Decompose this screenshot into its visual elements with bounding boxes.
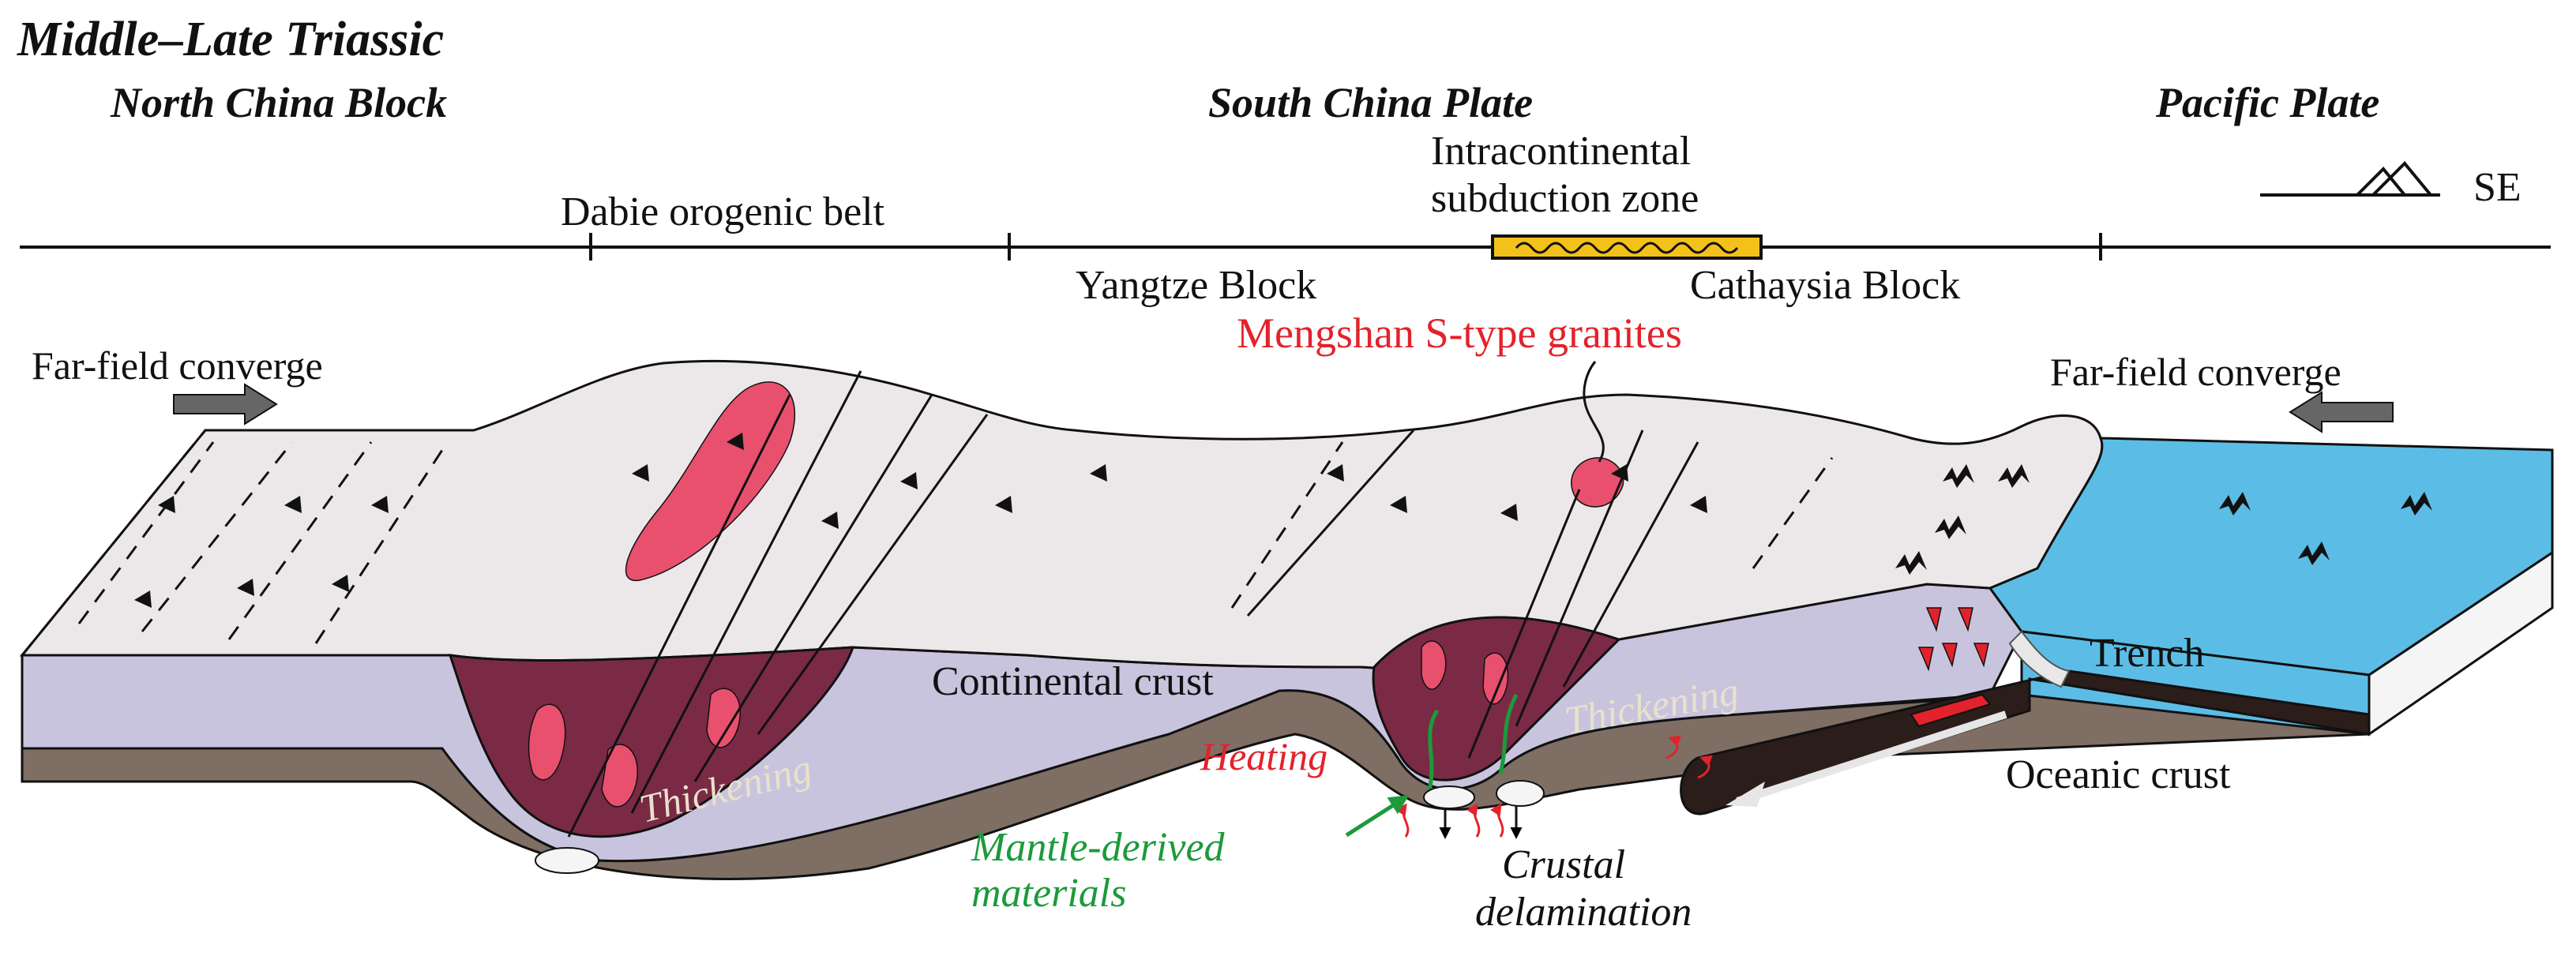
continental-surface [19, 359, 2104, 688]
trench-label: Trench [2090, 631, 2204, 676]
ocean-wave-marks [2219, 492, 2432, 565]
delamination-label-2: delamination [1475, 890, 1692, 935]
mengshan-leader [1583, 361, 1605, 463]
continental-crust-label: Continental crust [932, 659, 1214, 704]
far-field-arrow-right [2289, 391, 2394, 433]
granite-bodies [528, 381, 1624, 808]
oceanic-crust-label: Oceanic crust [2006, 752, 2231, 797]
mengshan-label: Mengshan S-type granites [1237, 309, 1682, 357]
dashed-faults [77, 441, 1834, 644]
diagram-title: Middle–Late Triassic [17, 13, 444, 66]
far-field-right-label: Far-field converge [2050, 350, 2341, 394]
mantle-label-1: Mantle-derived [971, 825, 1226, 870]
mantle-arrow [1345, 693, 1519, 838]
delamination-label-1: Crustal [1502, 842, 1625, 887]
thrust-faults [567, 370, 1699, 838]
dabie-root [448, 646, 855, 838]
heating-label: Heating [1200, 734, 1327, 778]
delaminated-blocks [535, 780, 1545, 874]
direction-label: SE [2473, 165, 2522, 210]
slab-arrow [1736, 710, 2007, 805]
back-edge [21, 429, 207, 656]
pacific-label: Pacific Plate [2155, 79, 2379, 126]
yangtze-label: Yangtze Block [1076, 263, 1316, 308]
trench-wedge [2008, 630, 2071, 688]
cathaysia-marks [1895, 464, 2030, 575]
trench-red-arrows [1917, 607, 1989, 672]
subduction-zone-wave [1515, 242, 1739, 254]
slab-arrowhead [1725, 782, 1765, 807]
thrust-teeth [134, 433, 1707, 608]
far-field-arrow-left [173, 383, 278, 426]
north-china-label: North China Block [110, 79, 447, 126]
dabie-label: Dabie orogenic belt [561, 189, 885, 234]
intracontinental-label: Intracontinental [1431, 129, 1691, 174]
mantle-label-2: materials [971, 871, 1126, 916]
cathaysia-label: Cathaysia Block [1690, 263, 1960, 308]
profile-line [20, 233, 2551, 261]
subducting-slab [1680, 669, 2371, 815]
direction-symbol [2260, 161, 2440, 197]
south-china-label: South China Plate [1208, 79, 1533, 126]
far-field-left-label: Far-field converge [32, 343, 323, 388]
slab-melt [1909, 693, 1992, 728]
subduction-zone-label: subduction zone [1431, 176, 1699, 221]
